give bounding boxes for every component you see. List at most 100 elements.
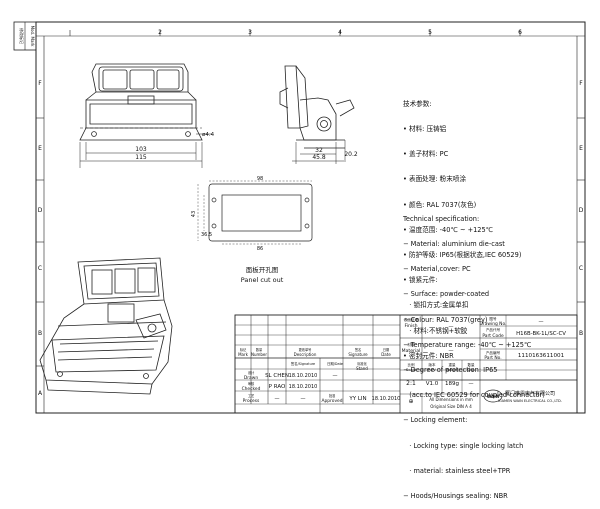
date-header-cn: 日期/Date — [327, 361, 343, 366]
spec-line: • 防护等级: IP65(根据状态,IEC 60529) — [403, 251, 522, 260]
approved-label-cn: 批准 — [329, 393, 336, 398]
row-letter: D — [579, 207, 584, 214]
row-letter: C — [38, 265, 42, 272]
drawing-no-value: — — [539, 319, 544, 325]
rev-block-cn: 修改标记 — [19, 28, 25, 44]
checked-label-cn: 审核 — [248, 381, 255, 386]
spec-line: 技术参数: — [403, 99, 432, 108]
spec-line: Technical specification: — [403, 214, 480, 223]
scale-label-cn: 比例 — [408, 362, 416, 367]
part-no-value: 1110163611001 — [518, 353, 565, 359]
dims-note: All Dimensions in mm — [429, 397, 473, 402]
dim-side-a: 32 — [315, 147, 323, 154]
material-label: Material — [402, 348, 421, 354]
part-code-label-cn: 产品代号 — [486, 327, 501, 332]
dim-side-c: 20.2 — [344, 151, 358, 158]
drawn-name: SL CHEN — [265, 373, 289, 379]
number-label-cn: 数量 — [256, 347, 263, 352]
rev-value: V1.0 — [426, 381, 439, 387]
stand-label-cn: 标准化 — [357, 361, 367, 366]
weight-value: 189g — [445, 381, 459, 387]
signature-label: Signature — [348, 352, 368, 357]
process-label-cn: 工艺 — [248, 393, 254, 398]
specs-en: Technical specification: − Material: alu… — [403, 198, 545, 509]
part-no-label: Part No. — [484, 355, 501, 361]
rev-label-cn: 版本 — [429, 362, 437, 367]
drawing-no-label: Drawing No. — [480, 321, 507, 327]
company-name-cn: 厦门唯恩电气有限公司 — [505, 390, 555, 397]
row-letter: D — [38, 207, 43, 214]
number-label: Number — [251, 352, 267, 357]
spec-line: − Material: aluminium die-cast — [403, 240, 505, 249]
scale-label: Scale — [406, 367, 417, 372]
approved-name: YY LIN — [348, 396, 366, 402]
dim-cutout-top: 98 — [257, 176, 263, 182]
process-date-dash: — — [301, 396, 306, 402]
spec-line: • 密封元件: NBR — [403, 351, 454, 360]
qty-value: — — [469, 381, 474, 387]
col-number: 4 — [338, 29, 342, 36]
side-view — [279, 65, 355, 149]
row-letter: A — [38, 390, 43, 397]
spec-line: • 颜色: RAL 7037(灰色) — [403, 200, 477, 209]
date-label: Date — [381, 352, 391, 357]
spec-line: · Locking type: single locking latch — [403, 441, 524, 450]
drawn-label-cn: 设计 — [248, 370, 255, 375]
signature-label-cn: 签名 — [355, 347, 361, 352]
spec-line: − Temperature range: -40℃ ~ +125℃ — [403, 340, 532, 349]
spec-line: − Colour: RAL 7037(grey) — [403, 315, 488, 324]
dim-hole: ø4.4 — [202, 132, 215, 138]
projection-symbol-icon: ⊕ — [408, 398, 413, 405]
col-number: 5 — [428, 29, 432, 36]
spec-line: − Degree of protection: IP65 — [403, 366, 498, 375]
dim-outer-width: 115 — [135, 154, 147, 161]
side-view-dimensions — [292, 140, 346, 164]
sig-header-cn: 签名/Signature — [291, 361, 315, 366]
drawn-dash: — — [333, 373, 338, 379]
col-number: 2 — [158, 29, 162, 36]
dim-inner-width: 103 — [135, 146, 147, 153]
drawn-label: Drawn — [244, 375, 258, 381]
row-letter: E — [579, 145, 583, 152]
rev-label: REV — [428, 367, 436, 372]
date-label-cn: 日期 — [383, 347, 389, 352]
finish-label: Finish — [404, 323, 417, 329]
approved-date: 18.10.2010 — [372, 396, 401, 402]
part-code-value: H16B-BK-1L/SC-CV — [516, 331, 566, 337]
checked-name: P RAO — [269, 384, 286, 390]
drawn-date: 18.10.2010 — [289, 373, 318, 379]
weight-label-cn: 重量 — [449, 362, 457, 367]
mark-label: Mark — [238, 352, 249, 357]
col-number: 6 — [518, 29, 522, 36]
desc-label-cn: 更改单号 — [299, 347, 312, 352]
col-number: 3 — [248, 29, 252, 36]
spec-line: (acc.to IEC 60529 for coupled connector) — [403, 391, 545, 400]
checked-label: Checked — [242, 386, 261, 392]
process-dash: — — [275, 396, 280, 402]
title-block — [234, 314, 578, 414]
company-logo: WAIN — [487, 394, 499, 399]
drawing-no-label-cn: 图号 — [489, 316, 497, 321]
drawing-sheet: 修改标记 Mod. Mark 2 3 4 5 6 F E D C B A F E… — [13, 21, 586, 414]
spec-line: • 锁紧元件: — [403, 276, 438, 285]
spec-line: − Material,cover: PC — [403, 265, 471, 274]
isometric-view — [39, 257, 173, 395]
size-note: Original Size DIN A 4 — [430, 404, 472, 409]
company-name-en: XIAMEN WAIN ELECTRICAL CO.,LTD. — [498, 399, 562, 403]
checked-date: 18.10.2010 — [289, 384, 318, 390]
part-no-label-cn: 产品编号 — [486, 350, 501, 355]
part-code-label: Part Code — [482, 333, 504, 339]
material-value: — — [449, 348, 454, 354]
process-label: Process — [243, 398, 260, 404]
rev-block-en: Mod. Mark — [30, 26, 35, 48]
scale-value: 2:1 — [406, 380, 416, 387]
spec-line: − Hoods/Housings sealing: NBR — [403, 492, 508, 501]
top-view — [79, 63, 203, 141]
spec-line: · material: stainless steel+TPR — [403, 466, 511, 475]
spec-line: • 表面处理: 粉末喷涂 — [403, 175, 467, 184]
approved-label: Approved — [321, 398, 342, 404]
finish-value: — — [449, 324, 454, 330]
row-letter: B — [38, 330, 42, 337]
weight-label: Weight — [445, 367, 459, 372]
cutout-caption-en: Panel cut out — [241, 276, 284, 284]
